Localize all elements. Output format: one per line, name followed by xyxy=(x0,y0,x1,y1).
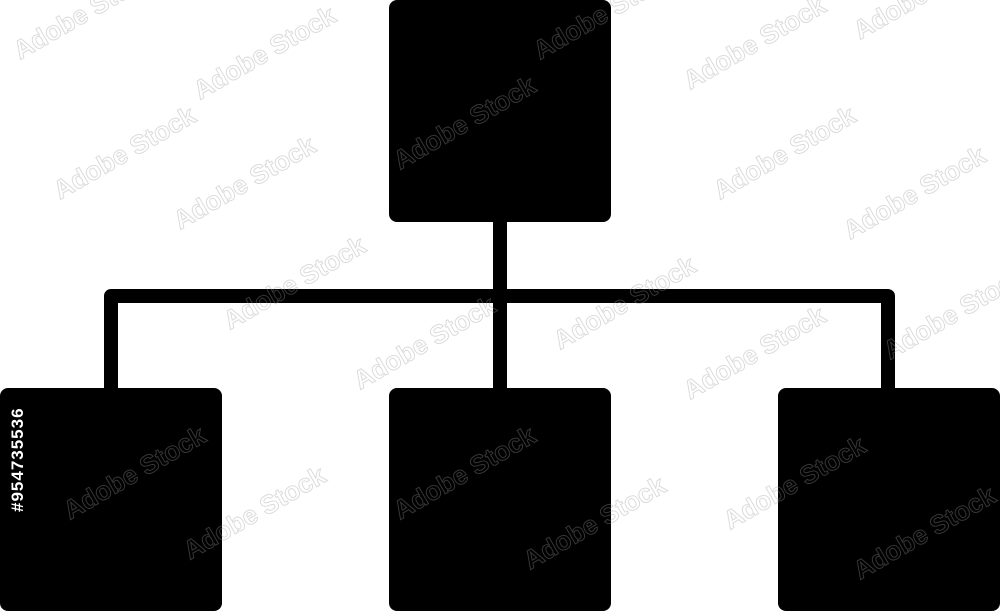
svg-text:Adobe Stock: Adobe Stock xyxy=(48,99,201,205)
center-child-node-box xyxy=(389,388,611,611)
svg-text:Adobe Stock: Adobe Stock xyxy=(168,129,321,235)
svg-text:Adobe Stock: Adobe Stock xyxy=(348,289,501,395)
left-child-node-box xyxy=(0,388,222,611)
svg-text:Adobe Stock: Adobe Stock xyxy=(708,99,861,205)
svg-text:Adobe Stock: Adobe Stock xyxy=(878,259,1000,365)
connector-lines xyxy=(104,220,895,392)
branch-bar-line xyxy=(104,289,895,392)
root-node-box xyxy=(389,0,611,222)
svg-text:Adobe Stock: Adobe Stock xyxy=(8,0,161,65)
svg-text:Adobe Stock: Adobe Stock xyxy=(218,229,371,335)
stock-id-label: #954735536 xyxy=(8,407,27,513)
svg-text:Adobe Stock: Adobe Stock xyxy=(848,0,1000,45)
right-child-node-box xyxy=(778,388,1000,611)
svg-text:Adobe Stock: Adobe Stock xyxy=(188,0,341,105)
svg-text:Adobe Stock: Adobe Stock xyxy=(678,0,831,95)
svg-text:Adobe Stock: Adobe Stock xyxy=(838,139,991,245)
